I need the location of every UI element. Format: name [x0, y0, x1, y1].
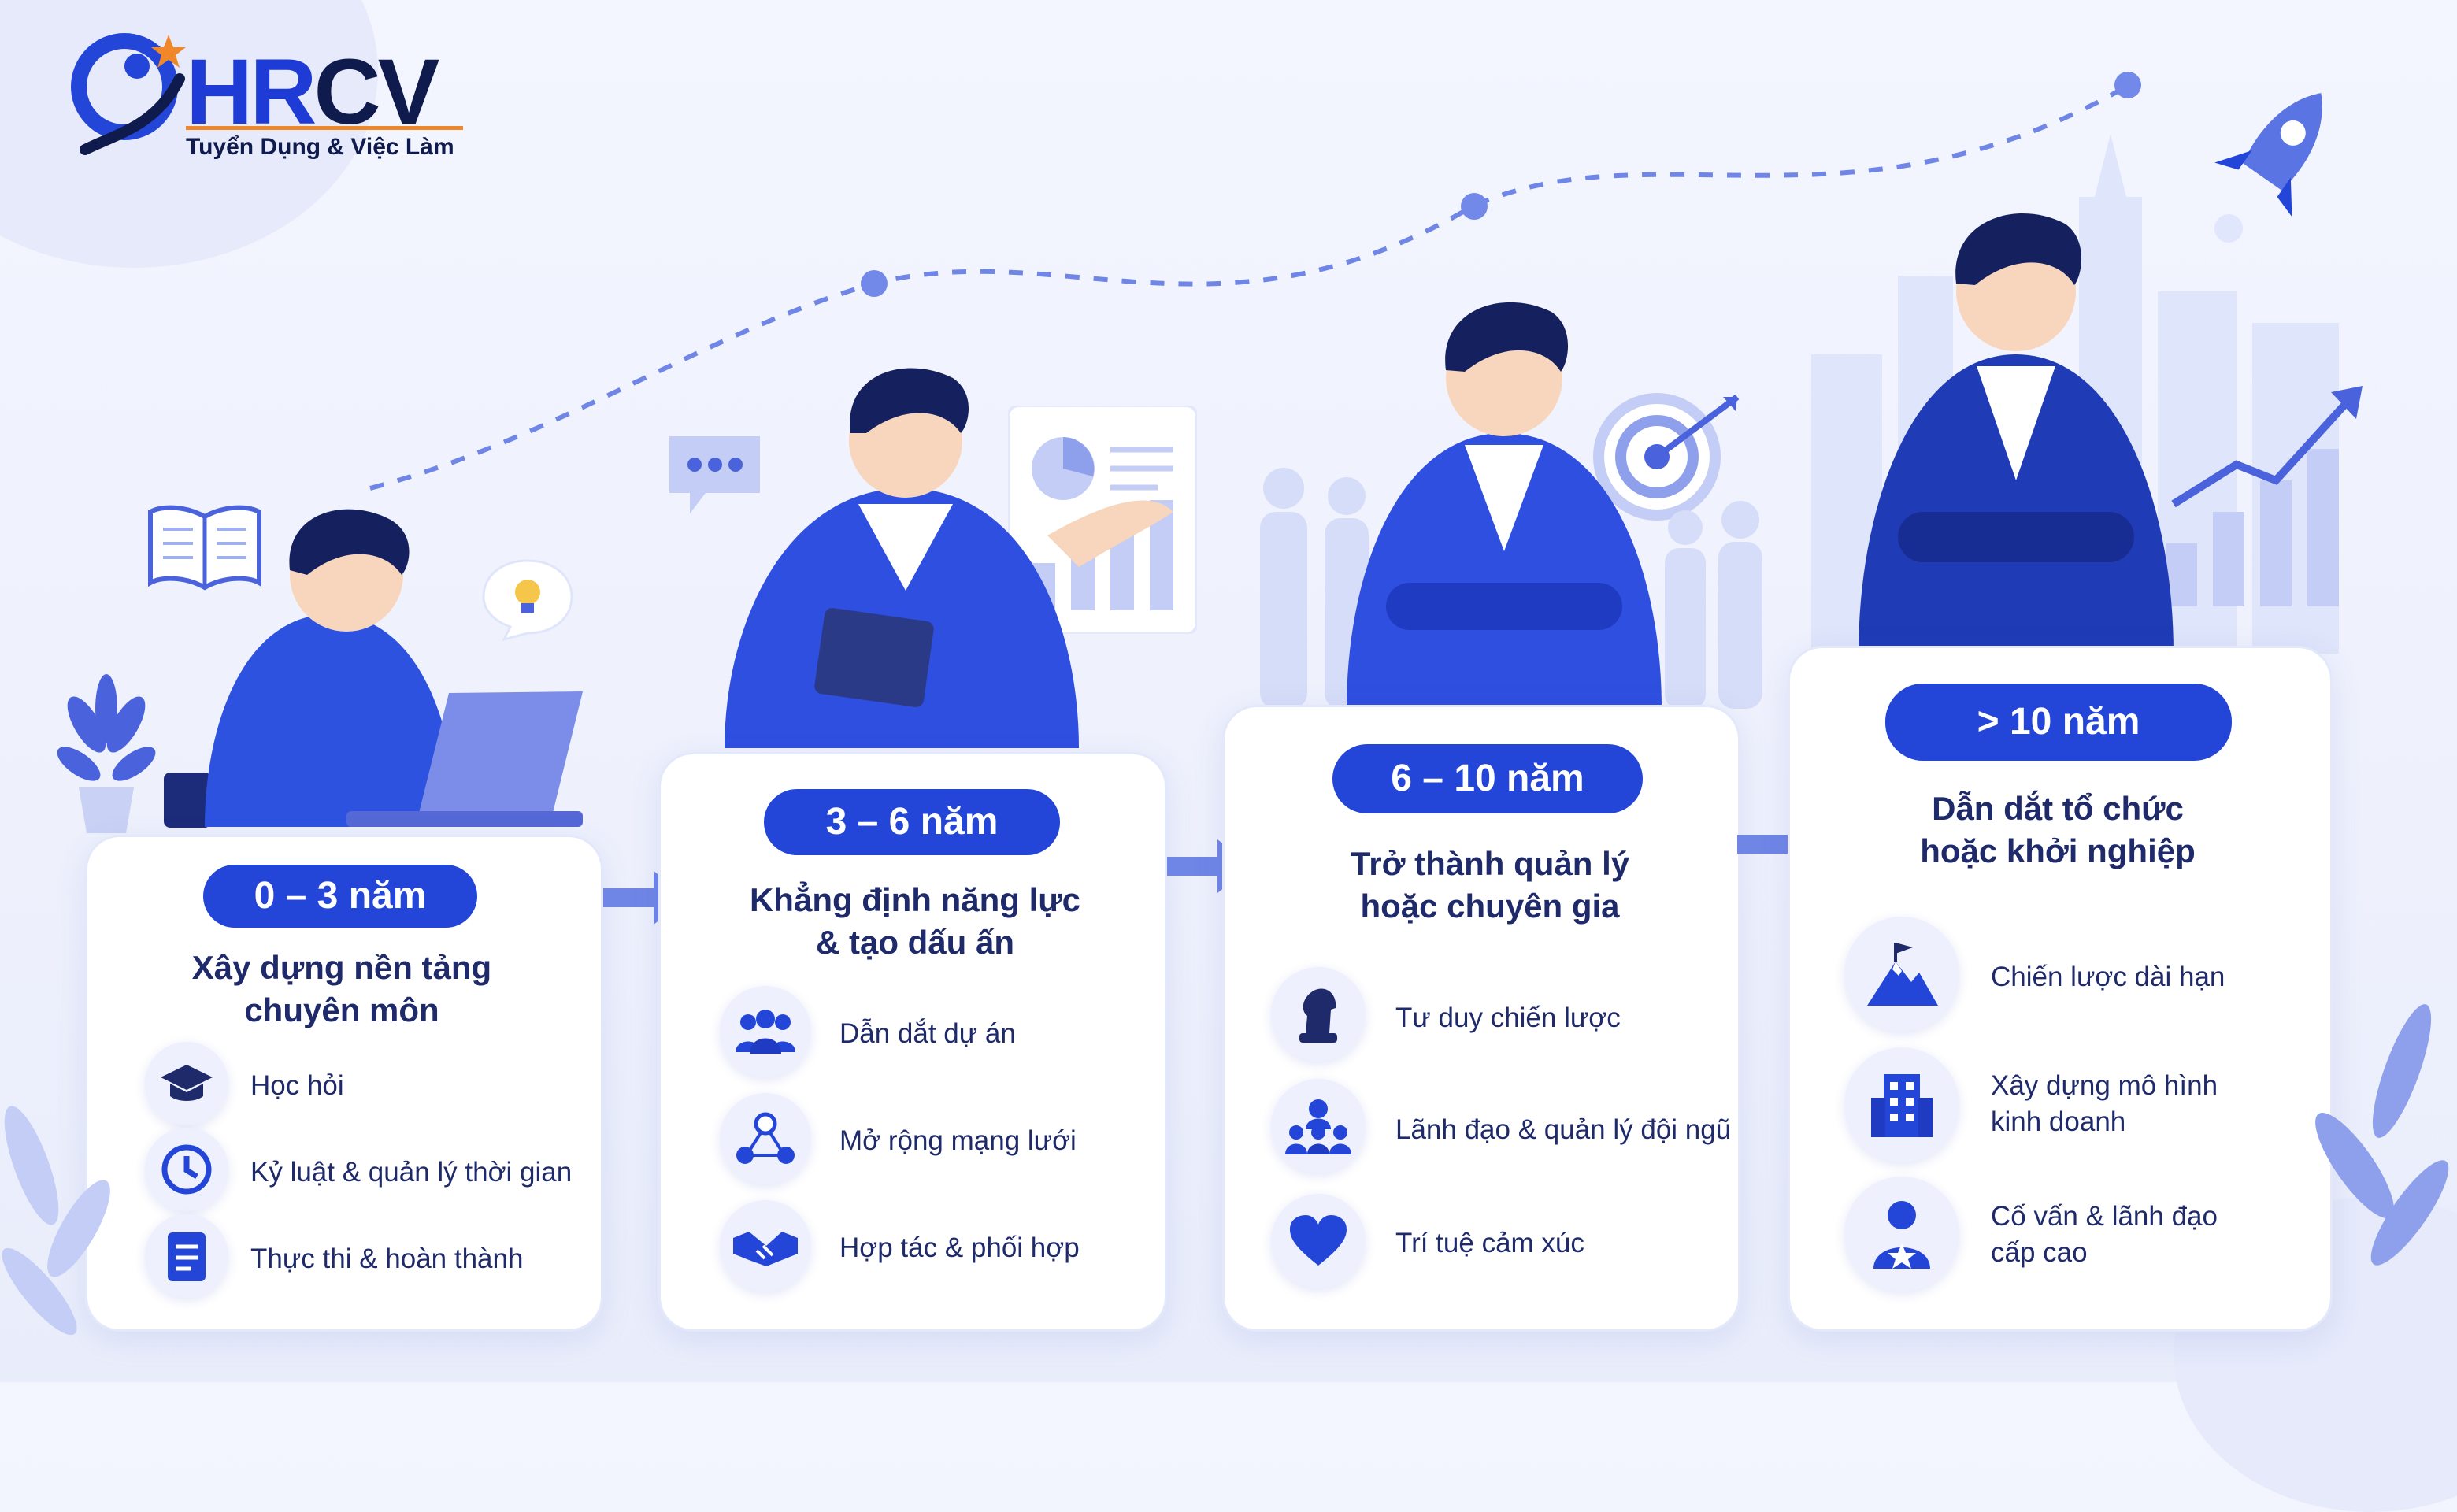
stage-3-title: Trở thành quản lý hoặc chuyên gia: [1222, 843, 1758, 928]
stage-1-item-3-icon-circle: [145, 1214, 228, 1298]
leader-team-icon: [1285, 1099, 1351, 1154]
logo-mark-icon: [71, 33, 186, 155]
path-node: [2114, 72, 2141, 98]
stage-4-item-2-label-line2: kinh doanh: [1991, 1106, 2126, 1137]
stage-1-item-1-icon-circle: [145, 1042, 228, 1125]
stage-3-period-badge: 6 – 10 năm: [1332, 744, 1643, 813]
stage-1-title: Xây dựng nền tảng chuyên môn: [85, 947, 598, 1032]
stage-4-title-line2: hoặc khởi nghiệp: [1920, 832, 2196, 869]
leaf-decoration-right: [2315, 1004, 2449, 1266]
leader-arms-crossed-illustration: [1858, 213, 2174, 654]
graduation-cap-icon: [161, 1065, 213, 1101]
handshake-icon: [733, 1232, 798, 1266]
building-icon: [1871, 1074, 1933, 1137]
stage-3-title-line2: hoặc chuyên gia: [1360, 887, 1620, 925]
stage-2-title: Khẳng định năng lực & tạo dấu ấn: [658, 879, 1172, 964]
stage-4-period-badge: > 10 năm: [1885, 684, 2232, 761]
stage-1-item-1-label: Học hỏi: [250, 1070, 344, 1101]
stage-3-item-3-label: Trí tuệ cảm xúc: [1395, 1228, 1584, 1258]
stage-2-item-2-label: Mở rộng mạng lưới: [839, 1125, 1077, 1156]
open-book-icon: [148, 505, 261, 591]
heart-icon: [1290, 1215, 1347, 1266]
stage-1-title-line1: Xây dựng nền tảng: [191, 949, 492, 986]
hrcv-logo[interactable]: HRCV Tuyển Dụng & Việc Làm: [61, 32, 463, 165]
office-crowd-illustration: [1260, 468, 1762, 709]
path-node: [1461, 193, 1488, 220]
stage-1-period-badge: 0 – 3 năm: [203, 865, 477, 928]
checklist-icon: [168, 1232, 206, 1281]
chat-bubble-icon: [669, 436, 760, 513]
growth-path: [369, 72, 2141, 491]
stage-3-item-1-label: Tư duy chiến lược: [1395, 1002, 1621, 1033]
stage-2-item-1-label: Dẫn dắt dự án: [839, 1018, 1016, 1049]
stage-4-title-line1: Dẫn dắt tổ chức: [1932, 790, 2184, 827]
stage-3-item-2-label: Lãnh đạo & quản lý đội ngũ: [1395, 1114, 1732, 1145]
network-icon: [736, 1112, 795, 1164]
stage-1-item-2-label: Kỷ luật & quản lý thời gian: [250, 1157, 573, 1188]
stage-4-item-2-label-line1: Xây dựng mô hình: [1991, 1070, 2218, 1101]
stage-1-item-3-label: Thực thi & hoàn thành: [250, 1243, 524, 1274]
stage-4-title: Dẫn dắt tổ chức hoặc khởi nghiệp: [1788, 788, 2328, 873]
logo-tagline: Tuyển Dụng & Việc Làm: [186, 134, 454, 160]
rocket-icon: [2214, 93, 2322, 243]
manager-arms-crossed-illustration: [1347, 302, 1662, 709]
stage-4-item-1-label: Chiến lược dài hạn: [1991, 959, 2225, 995]
stage-2-title-line1: Khẳng định năng lực: [749, 881, 1081, 918]
logo-text-hr: HR: [186, 40, 317, 144]
stage-4-item-3-label-line2: cấp cao: [1991, 1236, 2088, 1268]
stage-3-item-2-icon-circle: [1271, 1079, 1366, 1173]
stage-4-item-3-label-line1: Cố vấn & lãnh đạo: [1991, 1201, 2218, 1232]
stage-4-item-1-icon-circle: [1844, 917, 1959, 1032]
advisor-star-icon: [1873, 1201, 1930, 1269]
young-professional-laptop-illustration: [205, 509, 583, 827]
stage-1-title-line2: chuyên môn: [244, 991, 439, 1028]
growth-chart-illustration: [2166, 386, 2362, 606]
stage-1-item-2-icon-circle: [145, 1128, 228, 1211]
stage-2-item-2-icon-circle: [720, 1093, 811, 1184]
path-node: [861, 270, 888, 297]
logo-text-cv: CV: [313, 40, 439, 144]
chess-knight-icon: [1299, 988, 1337, 1043]
stage-2-title-line2: & tạo dấu ấn: [815, 923, 1015, 961]
logo-underline: [186, 126, 463, 130]
city-skyline-illustration: [1811, 134, 2339, 654]
stage-2-item-3-icon-circle: [720, 1200, 811, 1292]
mountain-flag-icon: [1867, 943, 1938, 1006]
stage-4-item-1-label-line1: Chiến lược dài hạn: [1991, 962, 2225, 992]
stage-3-title-line1: Trở thành quản lý: [1350, 845, 1630, 882]
leaf-decoration-left: [2, 1106, 110, 1336]
stage-4-item-3-icon-circle: [1844, 1177, 1959, 1292]
stage-3-item-3-icon-circle: [1271, 1194, 1366, 1288]
stage-2-item-3-label: Hợp tác & phối hợp: [839, 1232, 1080, 1263]
stage-4-item-2-icon-circle: [1844, 1047, 1959, 1162]
stage-4-item-2-label: Xây dựng mô hình kinh doanh: [1991, 1068, 2218, 1140]
presenter-tablet-illustration: [724, 368, 1173, 748]
clock-icon: [161, 1144, 212, 1195]
plant-icon: [57, 674, 156, 833]
target-arrow-icon: [1593, 393, 1740, 521]
stage-2-item-1-icon-circle: [720, 986, 811, 1077]
team-icon: [736, 1010, 795, 1054]
stage-2-period-badge: 3 – 6 năm: [764, 789, 1060, 855]
lightbulb-bubble-icon: [482, 559, 573, 642]
stage-4-item-3-label: Cố vấn & lãnh đạo cấp cao: [1991, 1199, 2218, 1270]
logo-wordmark: HRCV: [186, 46, 439, 139]
stage-3-item-1-icon-circle: [1271, 967, 1366, 1062]
